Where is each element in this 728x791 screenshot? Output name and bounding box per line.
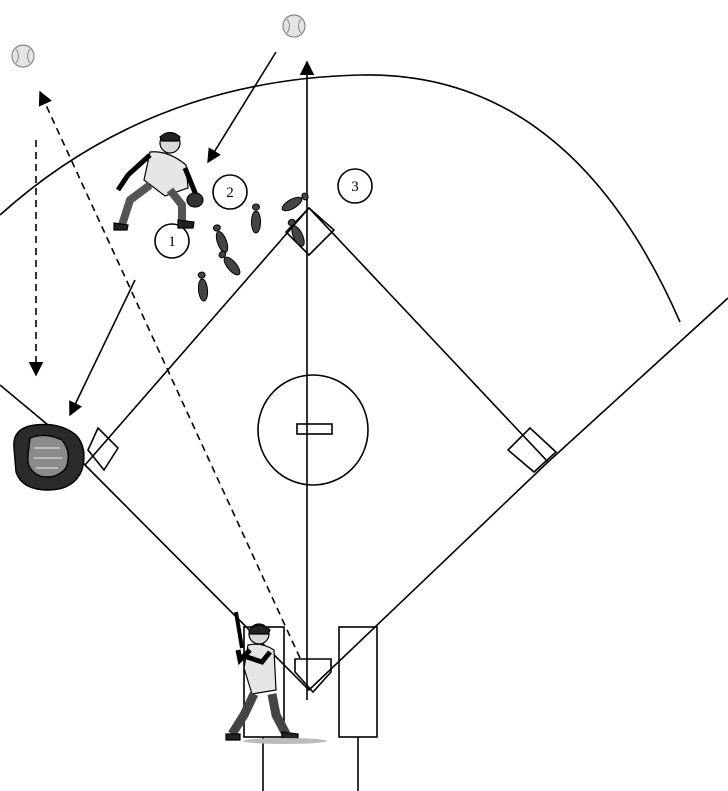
step-label-3: 3: [351, 179, 359, 195]
dashed-hit-line: [38, 90, 301, 659]
step-marker-1: 1: [154, 223, 190, 259]
fielder-figure: [113, 131, 204, 231]
pitchers-rubber: [296, 423, 333, 435]
baseball-icon: [11, 44, 35, 68]
ball-to-fielder-arrow: [207, 51, 277, 164]
footprint-icons: [197, 192, 309, 302]
third-base-bag: [87, 426, 120, 472]
outfield-arc: [0, 74, 681, 323]
right-foul-line: [547, 297, 728, 463]
pitchers-mound: [257, 374, 369, 486]
batter-figure: [225, 611, 327, 744]
infield-diamond: [84, 206, 550, 692]
first-base-bag: [506, 426, 558, 474]
home-plate: [294, 658, 332, 694]
step-label-1: 1: [168, 234, 176, 250]
step-label-2: 2: [226, 185, 234, 201]
fielder-to-glove-arrow: [69, 279, 136, 417]
step-marker-3: 3: [337, 168, 373, 204]
glove-icon: [13, 423, 85, 491]
step-marker-2: 2: [212, 174, 248, 210]
baseball-icon: [282, 14, 306, 38]
